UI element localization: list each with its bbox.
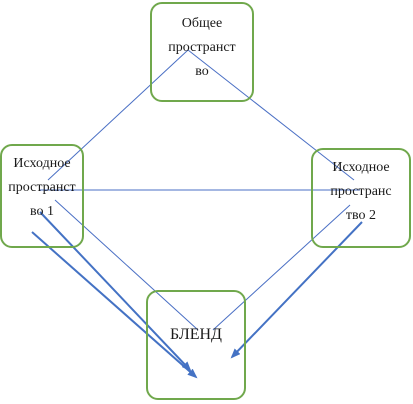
line-common-to-source2 [187, 49, 355, 181]
node-blend-label: БЛЕНД [170, 326, 222, 343]
arrow-source2-to-blend [230, 221, 363, 359]
node-common-space-label: Общее пространст во [168, 16, 236, 79]
arrow-source1-to-blend-b [31, 231, 198, 379]
node-source-space-1: Исходное пространст во 1 [0, 144, 84, 248]
node-source-space-2-label: Исходное пространс тво 2 [330, 160, 392, 223]
line-source1-to-blend [54, 199, 199, 331]
line-source2-to-blend [212, 204, 351, 331]
node-common-space: Общее пространст во [150, 2, 254, 102]
line-common-to-source1 [47, 49, 189, 181]
node-blend: БЛЕНД [146, 290, 246, 400]
arrow-source1-to-blend-a [39, 211, 192, 372]
node-source-space-2: Исходное пространс тво 2 [311, 148, 411, 248]
node-source-space-1-label: Исходное пространст во 1 [8, 156, 76, 219]
